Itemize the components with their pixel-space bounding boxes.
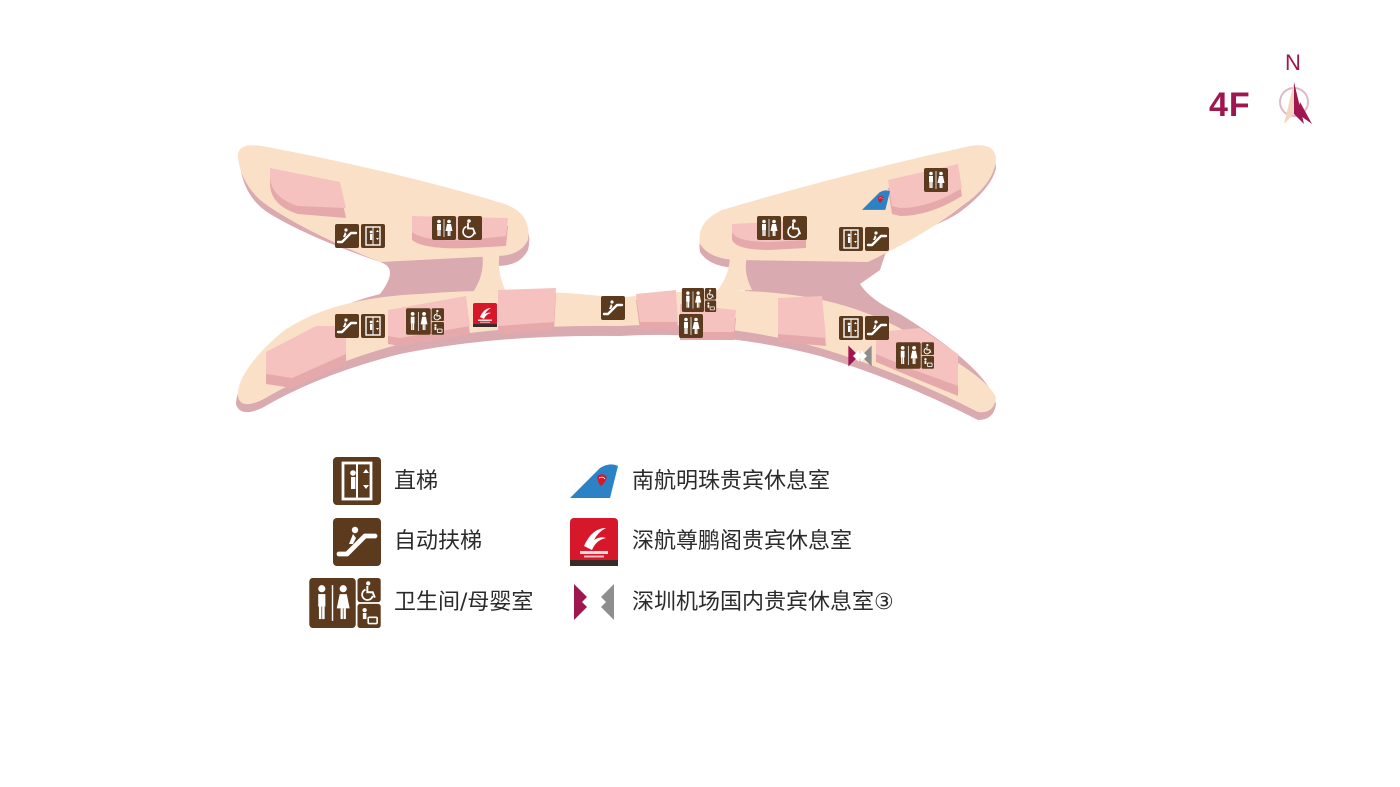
legend-elevator-label: 直梯 bbox=[394, 469, 439, 494]
legend-csair-icon bbox=[570, 464, 618, 498]
map-elevator-icon[interactable] bbox=[361, 314, 385, 338]
map-restroom-icon[interactable] bbox=[757, 216, 781, 240]
map-restroom-icon[interactable] bbox=[432, 216, 456, 240]
legend-airport-lounge-label: 深圳机场国内贵宾休息室③ bbox=[632, 590, 894, 615]
map-escalator-icon[interactable] bbox=[865, 316, 889, 340]
map-elevator-icon[interactable] bbox=[361, 224, 385, 248]
map-restroom-icon[interactable] bbox=[679, 314, 703, 338]
legend-restroom-label: 卫生间/母婴室 bbox=[394, 590, 534, 615]
compass-north-label: N bbox=[1285, 50, 1301, 75]
map-elevator-icon[interactable] bbox=[839, 316, 863, 340]
map-escalator-icon[interactable] bbox=[335, 314, 359, 338]
legend-shenzhen-airlines-label: 深航尊鹏阁贵宾休息室 bbox=[632, 529, 853, 554]
floor-label: 4F bbox=[1209, 86, 1251, 124]
map-restroom-icon[interactable] bbox=[924, 168, 948, 192]
legend-restroom-group-icon bbox=[308, 578, 382, 628]
map-accessible-icon[interactable] bbox=[458, 216, 482, 240]
map-escalator-icon[interactable] bbox=[335, 224, 359, 248]
map-shenzhen-lounge-icon[interactable] bbox=[473, 303, 497, 327]
legend-elevator-icon bbox=[333, 457, 381, 505]
map-escalator-icon[interactable] bbox=[601, 296, 625, 320]
legend-escalator-icon bbox=[333, 518, 381, 566]
compass-icon bbox=[1279, 82, 1312, 124]
map-elevator-icon[interactable] bbox=[839, 227, 863, 251]
legend-escalator-label: 自动扶梯 bbox=[394, 529, 483, 554]
map-escalator-icon[interactable] bbox=[865, 227, 889, 251]
legend-csair-label: 南航明珠贵宾休息室 bbox=[632, 469, 831, 494]
legend-shenzhen-airlines-icon bbox=[570, 518, 618, 566]
legend-airport-lounge-icon bbox=[574, 584, 614, 620]
map-accessible-icon[interactable] bbox=[783, 216, 807, 240]
